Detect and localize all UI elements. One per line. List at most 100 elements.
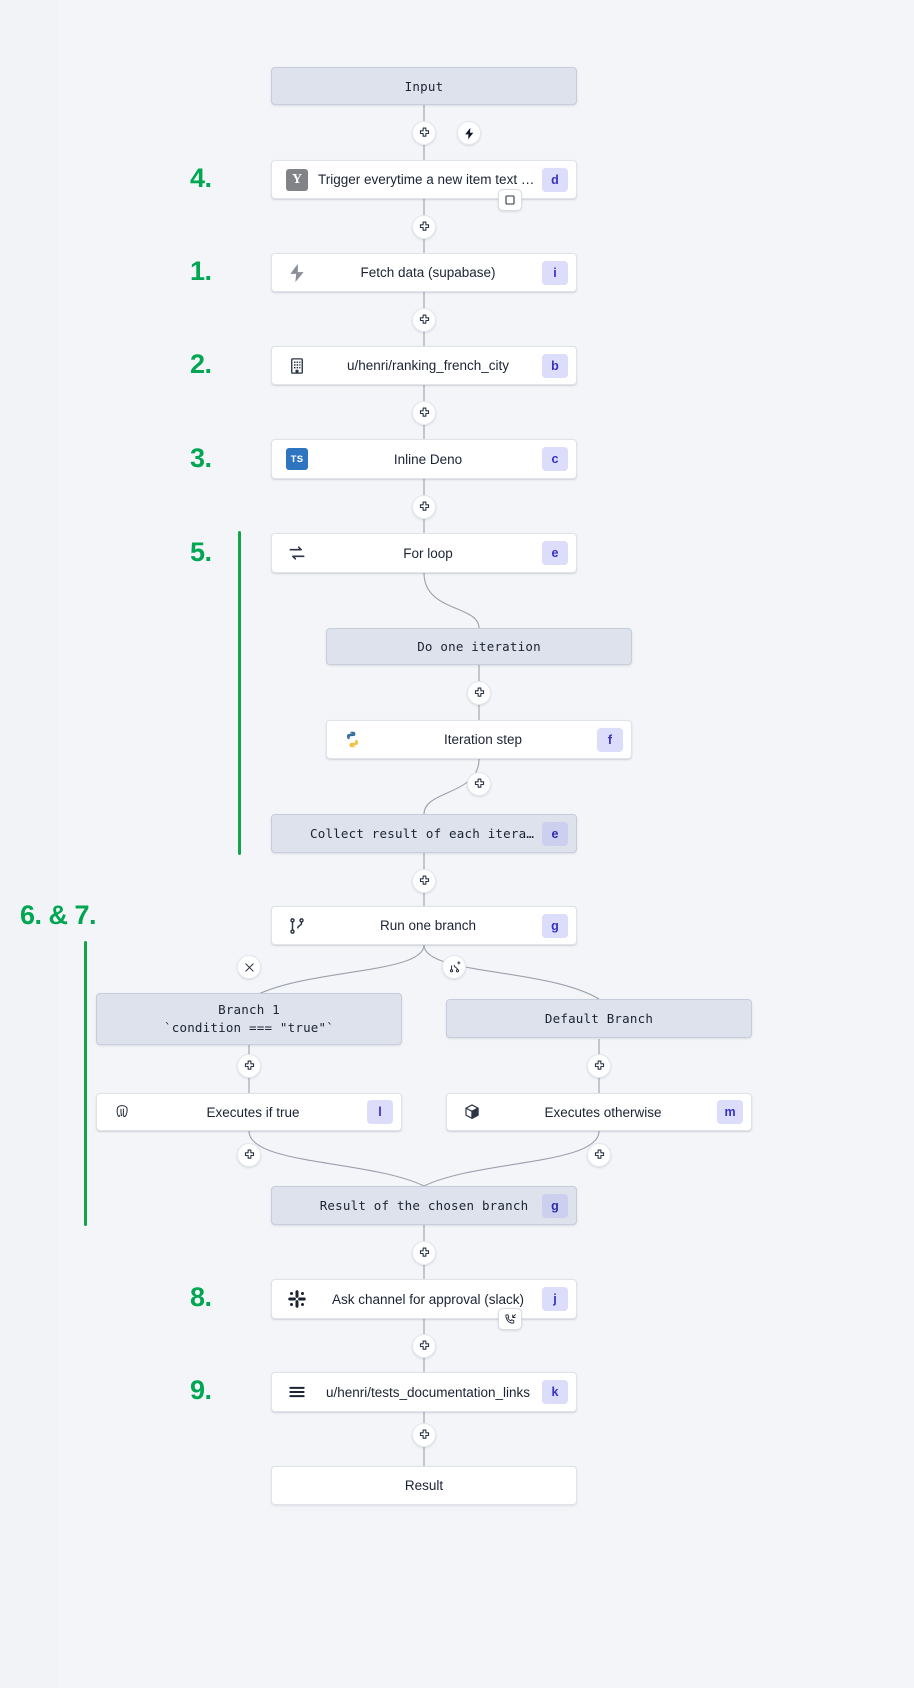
- plus-icon: [419, 221, 429, 231]
- phone-callback-icon: [504, 1313, 516, 1324]
- add-step-handle-after-trigger[interactable]: [412, 215, 436, 239]
- remove-branch-handle[interactable]: [237, 955, 261, 979]
- node-badge[interactable]: j: [542, 1287, 568, 1311]
- node-badge[interactable]: d: [542, 167, 568, 192]
- add-step-handle-after-default-branch[interactable]: [587, 1054, 611, 1078]
- node-input[interactable]: Input: [271, 67, 577, 105]
- branch-1-text: Branch 1 `condition === "true"`: [131, 1001, 367, 1037]
- step-number-4: 4.: [190, 163, 212, 193]
- branch-icon: [280, 917, 314, 935]
- bolt-icon: [464, 127, 473, 139]
- node-iteration-step[interactable]: Iteration step f: [326, 720, 632, 759]
- plus-icon: [419, 1340, 429, 1350]
- node-branch-1[interactable]: Branch 1 `condition === "true"`: [96, 993, 402, 1045]
- node-label: Result of the chosen branch: [319, 1198, 529, 1213]
- node-inline-deno[interactable]: TS Inline Deno c: [271, 439, 577, 479]
- node-label: Collect result of each iteration: [310, 826, 542, 841]
- add-step-handle-after-fetch[interactable]: [412, 308, 436, 332]
- add-step-handle-after-otherwise[interactable]: [587, 1143, 611, 1167]
- plus-icon: [419, 1247, 429, 1257]
- branch-1-title: Branch 1: [218, 1001, 280, 1017]
- postgres-icon: [105, 1103, 139, 1121]
- trigger-schedule-chip[interactable]: [498, 189, 522, 211]
- add-step-handle-after-collect[interactable]: [412, 869, 436, 893]
- typescript-icon: TS: [280, 448, 314, 470]
- square-icon: [505, 195, 515, 205]
- node-badge[interactable]: e: [542, 541, 568, 565]
- node-badge[interactable]: i: [542, 260, 568, 285]
- node-for-loop[interactable]: For loop e: [271, 533, 577, 573]
- node-label: u/henri/tests_documentation_links: [325, 1384, 531, 1400]
- add-step-handle-after-tests[interactable]: [412, 1423, 436, 1447]
- plus-icon: [244, 1060, 254, 1070]
- branch-scope-bar: [84, 941, 87, 1226]
- add-step-handle-after-chosen[interactable]: [412, 1241, 436, 1265]
- add-step-handle-after-if-true[interactable]: [237, 1143, 261, 1167]
- list-icon: [280, 1382, 314, 1402]
- node-badge[interactable]: g: [542, 1193, 568, 1218]
- node-label: Do one iteration: [417, 639, 541, 654]
- node-ask-channel-approval[interactable]: Ask channel for approval (slack) j: [271, 1279, 577, 1319]
- add-step-handle-after-deno[interactable]: [412, 495, 436, 519]
- node-label: For loop: [403, 545, 453, 561]
- add-step-handle-after-iteration[interactable]: [467, 772, 491, 796]
- plus-icon: [419, 875, 429, 885]
- slack-icon: [280, 1289, 314, 1309]
- plus-icon: [474, 687, 484, 697]
- plus-icon: [594, 1149, 604, 1159]
- plus-icon: [419, 314, 429, 324]
- node-badge[interactable]: k: [542, 1380, 568, 1404]
- plus-icon: [419, 1429, 429, 1439]
- node-badge[interactable]: b: [542, 353, 568, 378]
- plus-icon: [594, 1060, 604, 1070]
- node-run-one-branch[interactable]: Run one branch g: [271, 906, 577, 945]
- node-executes-if-true[interactable]: Executes if true l: [96, 1093, 402, 1131]
- node-label: u/henri/ranking_french_city: [346, 358, 510, 373]
- node-badge[interactable]: g: [542, 913, 568, 938]
- node-ranking-french-city[interactable]: u/henri/ranking_french_city b: [271, 346, 577, 385]
- node-do-one-iteration[interactable]: Do one iteration: [326, 628, 632, 665]
- node-badge[interactable]: c: [542, 447, 568, 471]
- node-fetch-data[interactable]: Fetch data (supabase) i: [271, 253, 577, 292]
- node-default-branch[interactable]: Default Branch: [446, 999, 752, 1038]
- node-label: Default Branch: [544, 1011, 654, 1026]
- node-label: Input: [404, 78, 444, 94]
- step-number-6-7: 6. & 7.: [20, 900, 97, 930]
- add-step-handle-after-do-iteration[interactable]: [467, 681, 491, 705]
- node-label: Iteration step: [443, 732, 523, 747]
- plus-icon: [419, 501, 429, 511]
- node-tests-documentation-links[interactable]: u/henri/tests_documentation_links k: [271, 1372, 577, 1412]
- slack-suspend-chip[interactable]: [498, 1308, 522, 1330]
- trigger-bolt-handle[interactable]: [457, 121, 481, 145]
- node-label: Executes otherwise: [544, 1104, 662, 1120]
- node-collect-result[interactable]: Collect result of each iteration e: [271, 814, 577, 853]
- step-number-2: 2.: [190, 349, 212, 379]
- node-label: Inline Deno: [393, 451, 463, 467]
- hackernews-icon: Y: [280, 168, 314, 191]
- plus-icon: [474, 778, 484, 788]
- node-badge[interactable]: f: [597, 727, 623, 752]
- node-badge[interactable]: e: [542, 821, 568, 846]
- node-label: Fetch data (supabase): [360, 265, 496, 280]
- node-result[interactable]: Result: [271, 1466, 577, 1505]
- building-icon: [280, 357, 314, 375]
- add-branch-icon: [449, 960, 460, 972]
- step-number-5: 5.: [190, 537, 212, 567]
- node-executes-otherwise[interactable]: Executes otherwise m: [446, 1093, 752, 1131]
- plus-icon: [244, 1149, 254, 1159]
- node-badge[interactable]: m: [717, 1100, 743, 1124]
- add-step-handle-after-branch-1[interactable]: [237, 1054, 261, 1078]
- add-step-handle-after-slack[interactable]: [412, 1334, 436, 1358]
- add-branch-handle[interactable]: [442, 955, 466, 979]
- background-band: [0, 0, 58, 1688]
- add-step-handle-after-input[interactable]: [412, 121, 436, 145]
- node-badge[interactable]: l: [367, 1100, 393, 1124]
- node-trigger[interactable]: Y Trigger everytime a new item text o… d: [271, 160, 577, 199]
- add-step-handle-after-ranking[interactable]: [412, 401, 436, 425]
- plus-icon: [419, 407, 429, 417]
- supabase-icon: [280, 263, 314, 283]
- node-result-chosen-branch[interactable]: Result of the chosen branch g: [271, 1186, 577, 1225]
- loop-scope-bar: [238, 531, 241, 855]
- close-icon: [244, 962, 254, 972]
